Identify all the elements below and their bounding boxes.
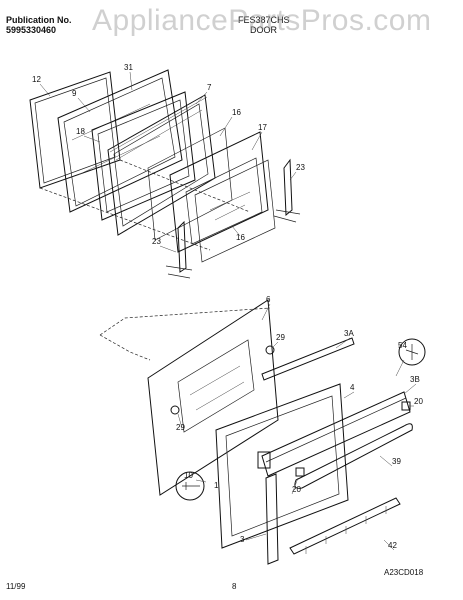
callout-23: 23 [296, 163, 305, 172]
part-23-hinge-right [273, 158, 301, 223]
part-29-screw-upper [265, 345, 275, 355]
part-6-outer-door-panel [147, 299, 279, 496]
callout-20: 20 [292, 485, 301, 494]
callout-17: 17 [258, 123, 267, 132]
callout-39: 39 [392, 457, 401, 466]
part-3B-handle-rail [261, 391, 411, 477]
part-20-clip-left [295, 467, 305, 477]
part-3-side-trim [265, 473, 279, 565]
callout-3: 3 [240, 535, 245, 544]
part-54-screw-detail [398, 338, 426, 366]
publication-number: 5995330460 [6, 25, 57, 35]
callout-23: 23 [152, 237, 161, 246]
callout-16: 16 [232, 108, 241, 117]
model-code: FES387CHS [238, 15, 290, 25]
callout-29: 29 [276, 333, 285, 342]
part-23-hinge-left [165, 220, 193, 279]
part-17-glass-pack [169, 131, 269, 253]
part-16-window-glass-lower [194, 159, 276, 263]
callout-20: 20 [414, 397, 423, 406]
part-29-screw-lower [170, 405, 180, 415]
callout-29: 29 [176, 423, 185, 432]
callout-1: 1 [214, 481, 219, 490]
publication-label: Publication No. [6, 15, 72, 25]
callout-18: 18 [76, 127, 85, 136]
part-16-window-glass-upper [147, 127, 233, 241]
callout-42: 42 [388, 541, 397, 550]
part-39-door-handle [294, 423, 413, 489]
callout-31: 31 [124, 63, 133, 72]
callout-10: 10 [184, 471, 193, 480]
callout-54: 54 [398, 341, 407, 350]
part-4-door-glass [215, 383, 349, 549]
part-10-screw-detail [175, 471, 205, 501]
footer-date: 11/99 [6, 582, 26, 591]
callout-9: 9 [72, 89, 77, 98]
section-title: DOOR [250, 25, 277, 35]
part-42-bottom-trim [289, 497, 401, 555]
callout-3A: 3A [344, 329, 354, 338]
part-18-door-liner [91, 91, 196, 221]
callout-12: 12 [32, 75, 41, 84]
callout-4: 4 [350, 383, 355, 392]
part-9-inner-door [57, 69, 183, 213]
part-3A-trim-strip [261, 337, 355, 381]
drawing-id: A23CD018 [384, 568, 424, 577]
callout-6: 6 [266, 295, 271, 304]
handle-bracket [257, 451, 271, 469]
footer-page: 8 [232, 582, 237, 591]
callout-16: 16 [236, 233, 245, 242]
watermark: AppliancePartsPros.com [92, 4, 432, 37]
callout-7: 7 [207, 83, 212, 92]
callout-3B: 3B [410, 375, 420, 384]
